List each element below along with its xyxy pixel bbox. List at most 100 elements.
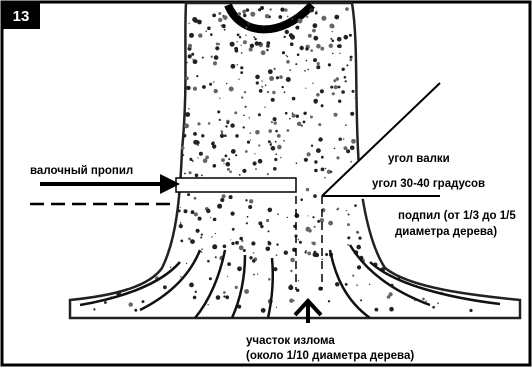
bark-speckle bbox=[298, 280, 300, 282]
bark-speckle bbox=[352, 90, 355, 93]
bark-speckle bbox=[186, 86, 190, 90]
bark-speckle bbox=[245, 199, 247, 201]
bark-speckle bbox=[275, 141, 277, 143]
bark-speckle bbox=[349, 59, 352, 62]
bark-speckle bbox=[180, 207, 181, 208]
bark-speckle bbox=[278, 15, 282, 19]
bark-speckle bbox=[216, 295, 221, 300]
bark-speckle bbox=[197, 145, 198, 146]
bark-speckle bbox=[209, 83, 212, 86]
bark-speckle bbox=[222, 194, 226, 198]
bark-speckle bbox=[227, 168, 230, 171]
bark-speckle bbox=[310, 116, 313, 119]
bark-speckle bbox=[274, 121, 277, 124]
bark-speckle bbox=[312, 29, 316, 33]
bark-speckle bbox=[297, 19, 302, 24]
bark-speckle bbox=[311, 242, 313, 244]
bark-speckle bbox=[253, 161, 257, 165]
bark-speckle bbox=[242, 10, 246, 14]
bark-speckle bbox=[276, 307, 277, 308]
bark-speckle bbox=[261, 308, 266, 313]
bark-speckle bbox=[286, 60, 290, 64]
bark-speckle bbox=[246, 8, 249, 11]
bark-speckle bbox=[285, 112, 288, 115]
bark-speckle bbox=[253, 274, 255, 276]
bark-speckle bbox=[229, 87, 234, 92]
bark-speckle bbox=[223, 291, 226, 294]
bark-speckle bbox=[283, 140, 285, 142]
bark-speckle bbox=[213, 164, 217, 168]
bark-speckle bbox=[243, 126, 245, 128]
bark-speckle bbox=[198, 33, 202, 37]
bark-speckle bbox=[212, 244, 217, 249]
bark-speckle bbox=[255, 75, 260, 80]
bark-speckle bbox=[296, 115, 299, 118]
bark-speckle bbox=[303, 121, 306, 124]
bark-speckle bbox=[275, 153, 277, 155]
bark-speckle bbox=[328, 300, 330, 302]
bark-speckle bbox=[271, 146, 276, 151]
bark-speckle bbox=[268, 242, 272, 246]
bark-speckle bbox=[258, 221, 262, 225]
bark-speckle bbox=[329, 24, 334, 29]
bark-speckle bbox=[206, 209, 210, 213]
bark-speckle bbox=[214, 89, 218, 93]
bark-speckle bbox=[325, 168, 326, 169]
bark-speckle bbox=[345, 7, 349, 11]
bark-speckle bbox=[350, 161, 352, 163]
bark-speckle bbox=[217, 204, 222, 209]
bark-speckle bbox=[223, 163, 224, 164]
bark-speckle bbox=[261, 50, 266, 55]
bark-speckle bbox=[197, 122, 200, 125]
bark-speckle bbox=[345, 124, 347, 126]
bark-speckle bbox=[335, 282, 339, 286]
bark-speckle bbox=[334, 148, 336, 150]
bark-speckle bbox=[289, 299, 293, 303]
bark-speckle bbox=[258, 159, 263, 164]
bark-speckle bbox=[304, 70, 306, 72]
bark-speckle bbox=[265, 85, 267, 87]
bark-speckle bbox=[276, 76, 279, 79]
bark-speckle bbox=[223, 295, 225, 297]
bark-speckle bbox=[328, 221, 333, 226]
bark-speckle bbox=[280, 157, 282, 159]
bark-speckle bbox=[267, 173, 269, 175]
bark-speckle bbox=[347, 223, 350, 226]
bark-speckle bbox=[313, 251, 316, 254]
bark-speckle bbox=[193, 296, 197, 300]
bark-speckle bbox=[266, 44, 270, 48]
bark-speckle bbox=[432, 306, 435, 309]
bark-speckle bbox=[218, 18, 222, 22]
bark-speckle bbox=[356, 284, 358, 286]
bark-speckle bbox=[224, 134, 227, 137]
bark-speckle bbox=[220, 198, 224, 202]
figure-number: 13 bbox=[13, 8, 30, 25]
bark-speckle bbox=[194, 212, 198, 216]
bark-speckle bbox=[187, 193, 190, 196]
bark-speckle bbox=[104, 301, 107, 304]
bark-speckle bbox=[218, 43, 220, 45]
bark-speckle bbox=[261, 86, 263, 88]
bark-speckle bbox=[243, 115, 245, 117]
bark-speckle bbox=[268, 140, 271, 143]
bark-speckle bbox=[243, 13, 245, 15]
bark-speckle bbox=[346, 210, 348, 212]
bark-speckle bbox=[205, 30, 207, 32]
bark-speckle bbox=[243, 249, 246, 252]
angle-degrees-label: угол 30-40 градусов bbox=[372, 178, 485, 190]
bark-speckle bbox=[332, 40, 335, 43]
bark-speckle bbox=[276, 254, 278, 256]
bark-speckle bbox=[354, 97, 355, 98]
bark-speckle bbox=[350, 112, 354, 116]
bark-speckle bbox=[201, 134, 204, 137]
bark-speckle bbox=[273, 68, 275, 70]
bark-speckle bbox=[197, 157, 198, 158]
bark-speckle bbox=[358, 237, 361, 240]
bark-speckle bbox=[351, 139, 356, 144]
bark-speckle bbox=[284, 36, 286, 38]
bark-speckle bbox=[211, 56, 213, 58]
bark-speckle bbox=[343, 138, 345, 140]
bark-speckle bbox=[258, 113, 261, 116]
bark-speckle bbox=[330, 38, 332, 40]
break-zone-label-line1: участок излома bbox=[246, 335, 335, 347]
